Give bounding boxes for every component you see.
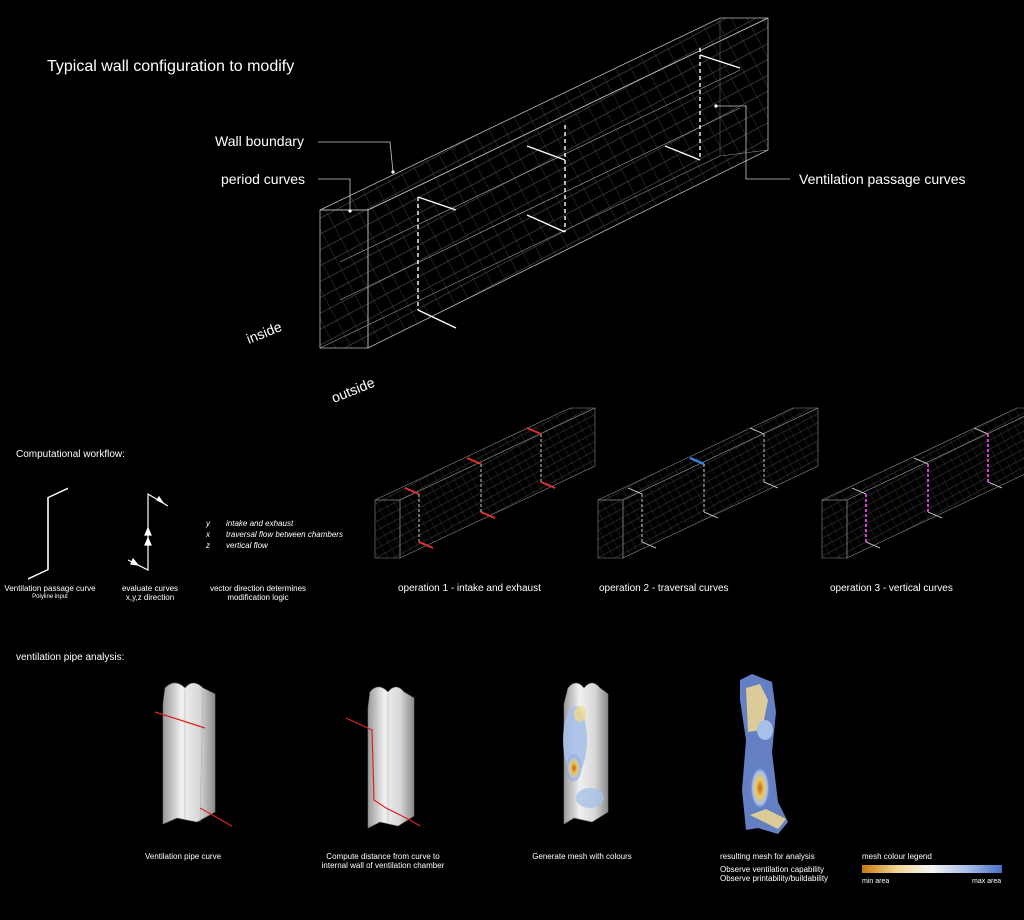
legend-gradient-bar <box>862 865 1002 873</box>
wall-front-face <box>319 209 369 349</box>
workflow-step-polyline: Ventilation passage curve Polyline input <box>4 584 96 600</box>
workflow-step-vector: vector direction determines modification… <box>209 584 307 602</box>
legend-min-label: min area <box>862 878 890 885</box>
operations-diagrams <box>374 407 1024 559</box>
operation-3-curve <box>913 457 943 519</box>
operation-2-curve <box>627 487 657 549</box>
operation-1-curve <box>526 427 556 489</box>
analysis-step-2-caption: Compute distance from curve to internal … <box>321 852 445 870</box>
operation-2-curve <box>749 427 779 489</box>
ventilation-curves-label: Ventilation passage curves <box>799 171 966 187</box>
operation-3-label: operation 3 - vertical curves <box>830 583 953 594</box>
pipe-4 <box>740 674 788 834</box>
operation-1-curve <box>404 487 434 549</box>
period-curves-label: period curves <box>221 171 306 187</box>
page-title: Typical wall configuration to modify <box>47 58 295 75</box>
operation-2-label: operation 2 - traversal curves <box>599 583 729 594</box>
workflow-heading: Computational workflow: <box>16 449 125 460</box>
operation-2-wall <box>597 407 819 559</box>
pipe-3 <box>563 682 609 825</box>
operation-1-label: operation 1 - intake and exhaust <box>398 583 541 594</box>
wall-boundary-label: Wall boundary <box>215 133 304 149</box>
wall-wireframe <box>318 17 790 349</box>
pipe-2 <box>345 686 421 829</box>
pipe-1 <box>154 682 233 827</box>
analysis-heading: ventilation pipe analysis: <box>16 652 125 663</box>
operation-3-wall <box>821 407 1024 559</box>
workflow-step-evaluate: evaluate curves x,y,z direction <box>121 584 179 602</box>
analysis-step-1-caption: Ventilation pipe curve <box>144 852 222 861</box>
operation-2-curve <box>689 456 719 519</box>
operation-1-wall <box>374 407 596 559</box>
legend-max-label: max area <box>972 878 1002 885</box>
legend-title: mesh colour legend <box>862 852 932 861</box>
operation-3-curve <box>973 427 1003 489</box>
analysis-step-3-caption: Generate mesh with colours <box>532 852 632 861</box>
analysis-step-4-caption: resulting mesh for analysis Observe vent… <box>720 852 829 883</box>
operation-1-curve <box>466 457 496 519</box>
ventilation-passage-curves <box>417 48 741 329</box>
operation-3-curve <box>851 487 881 549</box>
pipe-renders <box>154 674 788 834</box>
workflow-curve-icons <box>28 487 169 580</box>
wall-side-face <box>367 17 769 349</box>
